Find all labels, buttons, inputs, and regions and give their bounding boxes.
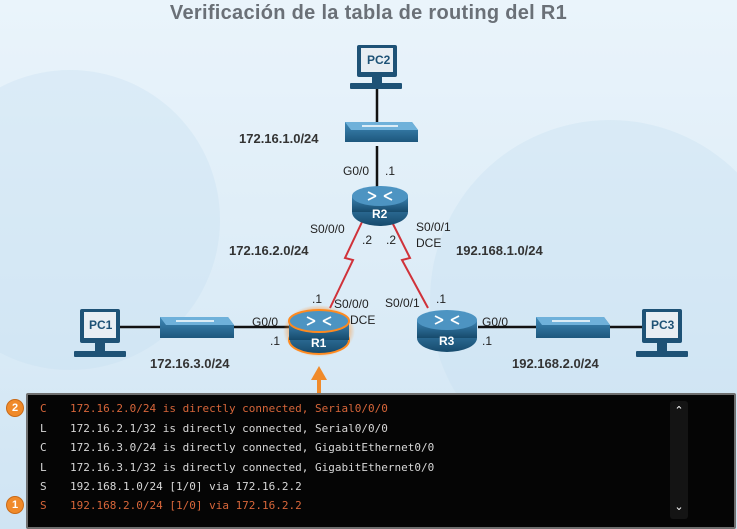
- interface-label: .1: [312, 292, 323, 306]
- interface-label: S0/0/0: [310, 222, 345, 236]
- r1-label: R1: [311, 336, 327, 350]
- pc3-label: PC3: [651, 318, 675, 332]
- page-title: Verificación de la tabla de routing del …: [169, 2, 568, 24]
- interface-label: G0/0: [343, 164, 370, 178]
- interface-label: .1: [385, 164, 396, 178]
- interface-label: G0/0: [252, 315, 279, 329]
- scroll-up-icon[interactable]: ⌃: [674, 405, 684, 417]
- network-label: 172.16.1.0/24: [239, 131, 319, 146]
- interface-label: S0/0/0: [334, 297, 369, 311]
- interface-label: .1: [482, 334, 493, 348]
- interface-label: G0/0: [482, 315, 509, 329]
- interface-label: .1: [270, 334, 281, 348]
- step-badge: 1: [6, 496, 24, 514]
- arrow-up-icon: [311, 366, 327, 395]
- r2-label: R2: [372, 207, 388, 221]
- pc1-icon: [74, 309, 126, 357]
- interface-label: DCE: [350, 313, 376, 327]
- scroll-down-icon[interactable]: ⌄: [674, 501, 684, 513]
- pc3-icon: [636, 309, 688, 357]
- interface-label: .1: [436, 292, 447, 306]
- r1-router-icon: [283, 305, 355, 357]
- switch-icon: [160, 317, 234, 338]
- r3-router-icon: [417, 310, 477, 352]
- network-label: 192.168.1.0/24: [456, 243, 543, 258]
- serial-links: [329, 221, 429, 309]
- interface-label: S0/0/1: [416, 220, 451, 234]
- network-label: 172.16.2.0/24: [229, 243, 309, 258]
- interface-label: DCE: [416, 236, 442, 250]
- pc2-icon: [350, 45, 402, 89]
- pc2-label: PC2: [367, 53, 391, 67]
- scrollbar[interactable]: ⌃ ⌄: [670, 401, 688, 519]
- pc1-label: PC1: [89, 318, 113, 332]
- r2-router-icon: [352, 186, 408, 226]
- switch-icon: [345, 122, 418, 142]
- network-label: 172.16.3.0/24: [150, 356, 230, 371]
- interface-label: S0/0/1: [385, 296, 420, 310]
- step-badge: 2: [6, 399, 24, 417]
- r3-label: R3: [439, 334, 455, 348]
- interface-label: .2: [386, 233, 397, 247]
- ethernet-links: [118, 78, 645, 329]
- network-label: 192.168.2.0/24: [512, 356, 599, 371]
- switch-icon: [536, 317, 610, 338]
- interface-label: .2: [362, 233, 373, 247]
